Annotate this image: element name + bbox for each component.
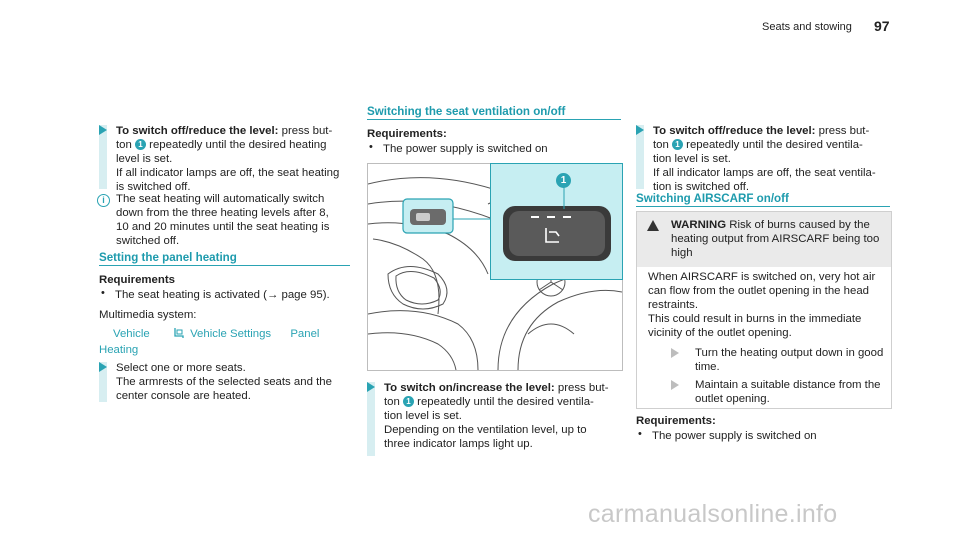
page-number: 97 xyxy=(874,18,890,34)
callout-1: 1 xyxy=(135,139,146,150)
warning-header xyxy=(637,212,891,267)
callout-1: 1 xyxy=(672,139,683,150)
car-seat-icon xyxy=(173,327,185,339)
col1-section-title: Setting the panel heating xyxy=(99,251,237,264)
warning-icon xyxy=(647,220,659,231)
col3-req-title: Requirements: xyxy=(636,415,716,427)
callout-1: 1 xyxy=(403,396,414,407)
menu-path: Vehicle Vehicle Settings Panel Heating xyxy=(99,326,349,358)
warning-step-2: Maintain a suitable distance from the ou… xyxy=(695,379,881,405)
info-icon: i xyxy=(97,194,110,207)
multimedia-label: Multimedia system: xyxy=(99,309,197,321)
section-rule xyxy=(367,119,621,120)
step-bar xyxy=(636,125,644,189)
step-arrow-icon xyxy=(671,380,679,390)
step-arrow-icon xyxy=(99,362,107,372)
step-arrow-icon xyxy=(367,382,375,392)
step-title: To switch off/reduce the level: xyxy=(116,125,279,137)
warning-header-text: WARNING Risk of burns caused by the heat… xyxy=(671,219,880,259)
step-title: To switch on/increase the level: xyxy=(384,382,555,394)
bullet-dot: • xyxy=(101,287,105,299)
section-rule xyxy=(99,265,350,266)
col3-req-item: The power supply is switched on xyxy=(652,430,817,442)
warning-title: WARNING xyxy=(671,219,727,231)
warning-body: When AIRSCARF is switched on, very hot a… xyxy=(648,271,876,339)
step-bar xyxy=(99,362,107,402)
col2-step1: To switch on/increase the level: press b… xyxy=(384,382,609,450)
col1-req-item: The seat heating is activated (→ page 95… xyxy=(115,289,330,301)
col1-note: The seat heating will automatically swit… xyxy=(116,193,330,247)
menu-heating[interactable]: Heating xyxy=(99,344,139,356)
menu-vehicle-settings[interactable]: Vehicle Settings xyxy=(190,328,272,340)
bullet-dot: • xyxy=(638,428,642,440)
col1-step1: To switch off/reduce the level: press bu… xyxy=(116,125,340,193)
section-rule xyxy=(636,206,890,207)
menu-vehicle[interactable]: Vehicle xyxy=(113,328,150,340)
step-arrow-icon xyxy=(671,348,679,358)
col2-req-title: Requirements: xyxy=(367,128,447,140)
header-section-title: Seats and stowing xyxy=(762,21,852,33)
bullet-dot: • xyxy=(369,141,373,153)
footer-watermark: carmanualsonline.info xyxy=(588,500,838,528)
col3-step1: To switch off/reduce the level: press bu… xyxy=(653,125,876,193)
warning-step-1: Turn the heating output down in good tim… xyxy=(695,347,884,373)
step-bar xyxy=(99,125,107,189)
step-title: To switch off/reduce the level: xyxy=(653,125,816,137)
figure-callout-1: 1 xyxy=(556,173,571,188)
step-arrow-icon xyxy=(99,125,107,135)
col3-section-title: Switching AIRSCARF on/off xyxy=(636,192,789,205)
step-bar xyxy=(367,382,375,456)
step-arrow-icon xyxy=(636,125,644,135)
warning-box: WARNING Risk of burns caused by the heat… xyxy=(636,211,892,409)
col2-section-title: Switching the seat ventilation on/off xyxy=(367,105,566,118)
col1-step2: Select one or more seats. The armrests o… xyxy=(116,362,332,402)
col2-req-item: The power supply is switched on xyxy=(383,143,548,155)
col1-req-title: Requirements xyxy=(99,274,175,286)
menu-panel[interactable]: Panel xyxy=(290,328,320,340)
